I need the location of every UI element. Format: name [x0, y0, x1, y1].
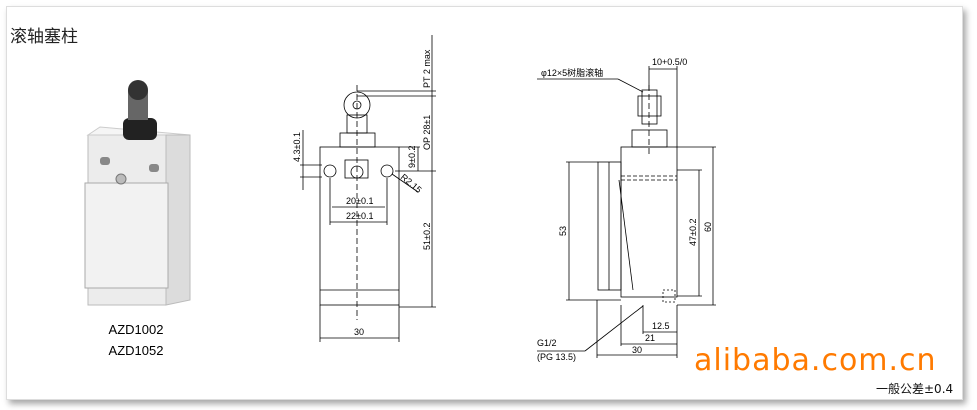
- side-view-drawing: [537, 66, 716, 358]
- product-photo: [84, 80, 191, 306]
- roller-label: φ12×5树脂滚轴: [541, 67, 603, 78]
- dim-9: 9±0.2: [407, 146, 417, 168]
- dim-op: OP 28±1: [422, 115, 432, 150]
- dim-22: 22±0.1: [346, 211, 373, 221]
- dim-47: 47±0.2: [688, 219, 698, 246]
- model-label-1: AZD1002: [108, 322, 164, 337]
- tolerance-note: 一般公差±0.4: [876, 382, 954, 396]
- dim-10: 10+0.5/0: [652, 57, 687, 67]
- thread-label: G1/2: [537, 338, 557, 348]
- dim-20: 20±0.1: [346, 196, 373, 206]
- front-view-drawing: [300, 35, 436, 342]
- dim-51: 51±0.2: [422, 223, 432, 250]
- thread-pg-label: (PG 13.5): [537, 352, 576, 362]
- dim-30-side: 30: [632, 345, 642, 355]
- dim-r2-15: R2.15: [399, 172, 424, 195]
- dim-4-3: 4.3±0.1: [292, 132, 302, 162]
- dim-21: 21: [645, 333, 655, 343]
- dim-12-5: 12.5: [652, 321, 670, 331]
- dim-60: 60: [703, 222, 713, 232]
- model-label-2: AZD1052: [108, 343, 164, 358]
- watermark: alibaba.com.cn: [694, 343, 937, 378]
- dim-53: 53: [558, 226, 568, 236]
- dim-pt: PT 2 max: [422, 49, 432, 88]
- dim-30-front: 30: [354, 327, 364, 337]
- page-title: 滚轴塞柱: [10, 27, 78, 47]
